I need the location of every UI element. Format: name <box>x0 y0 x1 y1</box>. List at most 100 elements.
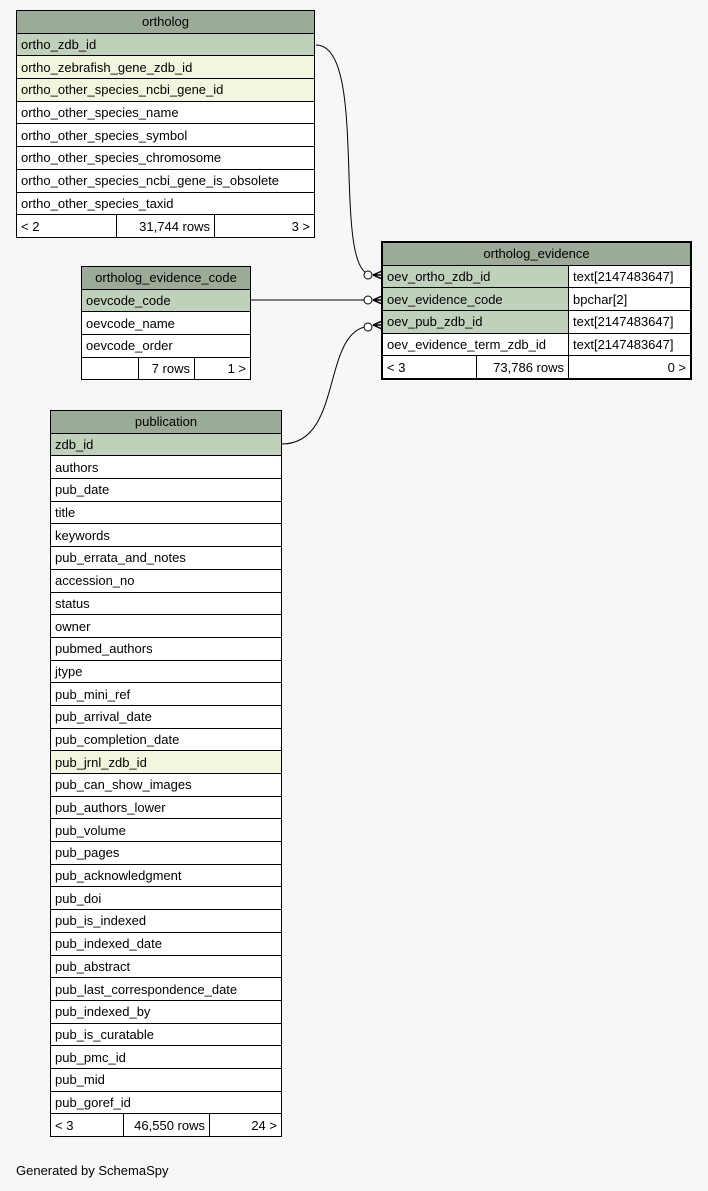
column-row[interactable]: pub_indexed_by <box>50 999 282 1024</box>
column-row[interactable]: ortho_other_species_ncbi_gene_id <box>15 78 316 102</box>
column-row[interactable]: pub_is_curatable <box>50 1022 282 1047</box>
column-row[interactable]: pub_can_show_images <box>50 773 282 797</box>
column-row[interactable]: ortho_other_species_taxid <box>15 191 316 216</box>
column-row[interactable]: pub_mid <box>50 1067 282 1092</box>
column-name: pub_volume <box>50 818 282 843</box>
column-name: pub_doi <box>50 886 282 911</box>
column-row[interactable]: oevcode_name <box>80 311 252 336</box>
column-name: oevcode_order <box>80 334 252 358</box>
edge-end-circle <box>363 295 373 305</box>
column-row[interactable]: authors <box>50 455 282 480</box>
column-name: ortho_other_species_ncbi_gene_is_obsolet… <box>15 168 316 193</box>
column-row[interactable]: owner <box>50 614 282 638</box>
column-row[interactable]: title <box>50 500 282 525</box>
column-row[interactable]: ortho_other_species_ncbi_gene_is_obsolet… <box>15 168 316 193</box>
table-header-row[interactable]: ortholog_evidence <box>381 242 692 266</box>
column-row[interactable]: jtype <box>50 659 282 684</box>
column-name: pub_pmc_id <box>50 1045 282 1069</box>
column-row[interactable]: ortho_zdb_id <box>15 32 316 57</box>
parents-count: < 3 <box>382 355 477 380</box>
table-header-row[interactable]: publication <box>50 410 282 434</box>
column-row[interactable]: oevcode_code <box>80 288 252 313</box>
table-header-row[interactable]: ortholog <box>15 10 316 34</box>
column-name: status <box>50 591 282 616</box>
column-row[interactable]: pub_errata_and_notes <box>50 546 282 570</box>
column-name: oevcode_code <box>80 288 252 313</box>
column-row[interactable]: pub_date <box>50 478 282 502</box>
column-row[interactable]: pub_last_correspondence_date <box>50 977 282 1001</box>
row-count: 7 rows <box>138 356 195 381</box>
column-row[interactable]: accession_no <box>50 568 282 593</box>
column-row[interactable]: status <box>50 591 282 616</box>
column-name: accession_no <box>50 568 282 593</box>
column-name: pub_indexed_date <box>50 931 282 956</box>
column-name: pub_acknowledgment <box>50 863 282 888</box>
column-name: pub_errata_and_notes <box>50 546 282 570</box>
crowsfoot-icon <box>372 320 383 330</box>
children-count: 3 > <box>213 214 316 238</box>
column-name: pub_completion_date <box>50 727 282 752</box>
edge-publication-to-evidence <box>281 325 373 445</box>
column-name: zdb_id <box>50 432 282 457</box>
column-row[interactable]: pub_pages <box>50 841 282 865</box>
column-row[interactable]: pub_indexed_date <box>50 931 282 956</box>
column-row[interactable]: zdb_id <box>50 432 282 457</box>
parents-count: < 2 <box>16 214 117 238</box>
column-name: owner <box>50 614 282 638</box>
column-row[interactable]: ortho_other_species_name <box>15 100 316 125</box>
column-row[interactable]: pub_acknowledgment <box>50 863 282 888</box>
column-row[interactable]: ortho_zebrafish_gene_zdb_id <box>15 55 316 80</box>
column-name: ortho_other_species_taxid <box>15 191 316 216</box>
column-row[interactable]: pub_authors_lower <box>50 795 282 820</box>
column-name: oev_pub_zdb_id <box>382 310 569 334</box>
parents-count: < 3 <box>50 1113 124 1137</box>
column-name: pub_pages <box>50 841 282 865</box>
column-name: oev_evidence_code <box>382 287 569 312</box>
table-header-row[interactable]: ortholog_evidence_code <box>80 266 252 290</box>
column-name: ortho_other_species_chromosome <box>15 146 316 170</box>
column-name: pub_mid <box>50 1067 282 1092</box>
column-name: ortho_other_species_symbol <box>15 123 316 148</box>
column-row[interactable]: pub_doi <box>50 886 282 911</box>
column-row[interactable]: pub_volume <box>50 818 282 843</box>
column-row[interactable]: pub_completion_date <box>50 727 282 752</box>
column-row[interactable]: ortho_other_species_symbol <box>15 123 316 148</box>
column-name: pub_can_show_images <box>50 773 282 797</box>
column-row[interactable]: pub_abstract <box>50 954 282 979</box>
row-count: 31,744 rows <box>116 214 215 238</box>
edge-end-circle <box>363 270 373 280</box>
column-row[interactable]: pub_mini_ref <box>50 682 282 706</box>
children-count: 0 > <box>567 355 692 380</box>
column-type: bpchar[2] <box>567 287 692 312</box>
column-row[interactable]: pub_arrival_date <box>50 704 282 729</box>
column-row[interactable]: keywords <box>50 523 282 548</box>
column-name: pub_abstract <box>50 954 282 979</box>
column-name: pub_is_indexed <box>50 909 282 933</box>
column-row[interactable]: pub_is_indexed <box>50 909 282 933</box>
column-row[interactable]: ortho_other_species_chromosome <box>15 146 316 170</box>
table-title: ortholog <box>15 10 316 34</box>
column-name: pub_is_curatable <box>50 1022 282 1047</box>
column-name: pub_authors_lower <box>50 795 282 820</box>
row-count: 46,550 rows <box>123 1113 210 1137</box>
column-row[interactable]: pub_pmc_id <box>50 1045 282 1069</box>
column-row[interactable]: pubmed_authors <box>50 636 282 661</box>
column-row[interactable]: pub_jrnl_zdb_id <box>50 750 282 774</box>
children-count: 1 > <box>193 356 252 381</box>
column-row[interactable]: pub_goref_id <box>50 1090 282 1115</box>
children-count: 24 > <box>209 1113 282 1137</box>
column-row[interactable]: oevcode_order <box>80 334 252 358</box>
column-name: oevcode_name <box>80 311 252 336</box>
column-name: title <box>50 500 282 525</box>
